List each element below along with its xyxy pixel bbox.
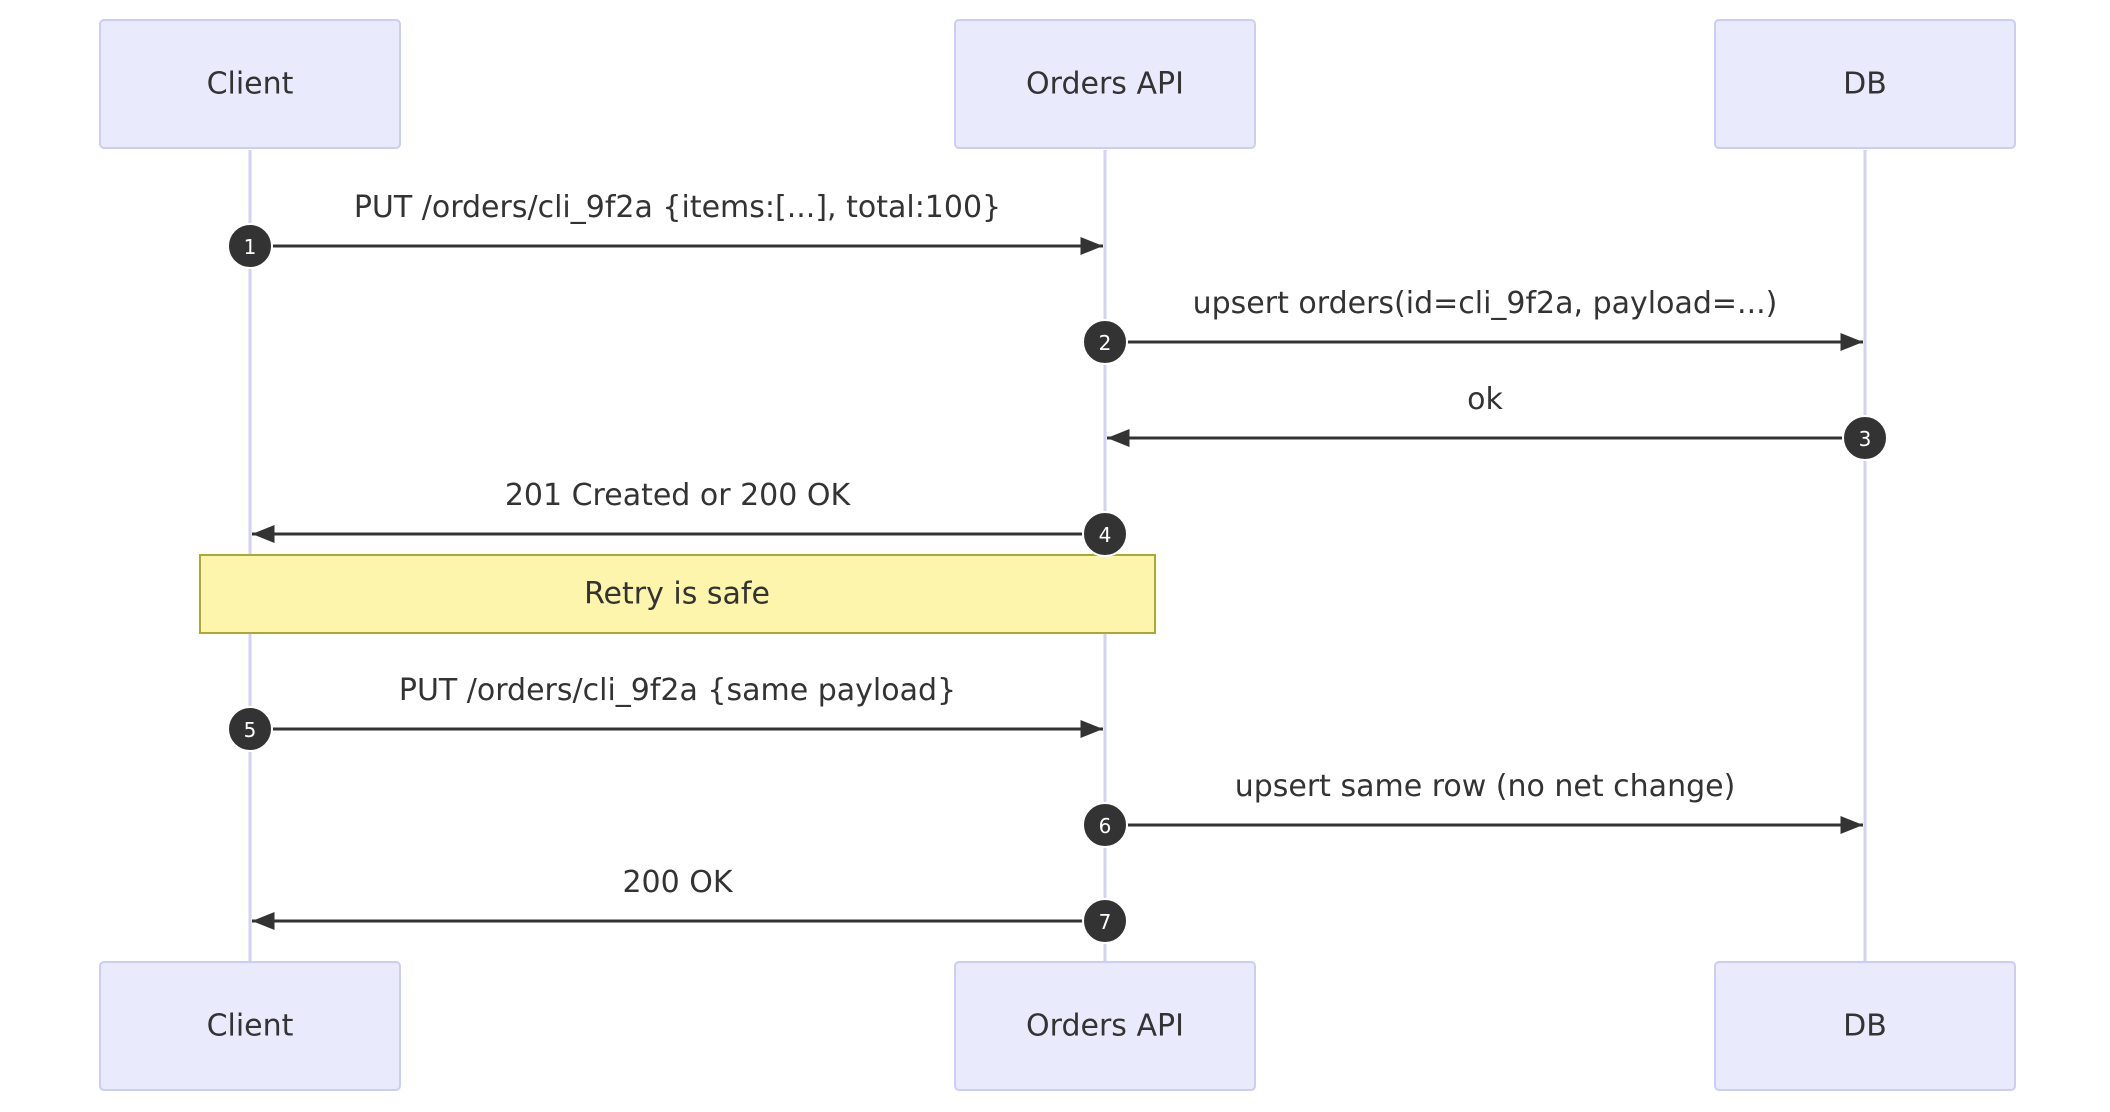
step-number: 2	[1099, 331, 1112, 355]
message-6: upsert same row (no net change) 6	[1082, 769, 1863, 848]
step-marker	[1082, 802, 1128, 848]
participants-top: Client Orders API DB	[99, 19, 2016, 149]
note: Retry is safe	[199, 554, 1156, 634]
participant-box	[99, 961, 401, 1091]
participant-orders-api-bottom: Orders API	[954, 961, 1256, 1091]
step-number: 6	[1099, 814, 1112, 838]
participant-box	[954, 961, 1256, 1091]
step-number: 5	[244, 718, 257, 742]
participant-client-bottom: Client	[99, 961, 401, 1091]
participant-label: Orders API	[1026, 1009, 1184, 1044]
participant-box	[99, 19, 401, 149]
message-label: upsert orders(id=cli_9f2a, payload=...)	[1193, 286, 1778, 321]
message-2: upsert orders(id=cli_9f2a, payload=...) …	[1082, 286, 1863, 365]
step-number: 4	[1099, 523, 1112, 547]
step-number: 3	[1859, 427, 1872, 451]
message-label: 201 Created or 200 OK	[505, 478, 852, 513]
message-label: ok	[1467, 382, 1503, 417]
note-label: Retry is safe	[584, 577, 770, 612]
participant-label: Orders API	[1026, 67, 1184, 102]
participant-db-top: DB	[1714, 19, 2016, 149]
step-marker	[1082, 319, 1128, 365]
message-label: upsert same row (no net change)	[1235, 769, 1736, 804]
participant-db-bottom: DB	[1714, 961, 2016, 1091]
message-4: 201 Created or 200 OK 4	[252, 478, 1128, 557]
participant-orders-api-top: Orders API	[954, 19, 1256, 149]
step-marker	[1082, 511, 1128, 557]
participant-label: DB	[1843, 1009, 1887, 1044]
message-label: PUT /orders/cli_9f2a {same payload}	[399, 673, 956, 708]
message-7: 200 OK 7	[252, 865, 1128, 944]
participant-label: Client	[207, 67, 294, 102]
message-label: PUT /orders/cli_9f2a {items:[...], total…	[354, 190, 1001, 225]
participant-label: DB	[1843, 67, 1887, 102]
message-5: PUT /orders/cli_9f2a {same payload} 5	[227, 673, 1103, 752]
step-number: 7	[1099, 910, 1112, 934]
participant-box	[1714, 961, 2016, 1091]
step-marker	[1842, 415, 1888, 461]
note-box	[199, 554, 1156, 634]
participants-bottom: Client Orders API DB	[99, 961, 2016, 1091]
participant-box	[1714, 19, 2016, 149]
step-marker	[227, 223, 273, 269]
step-marker	[227, 706, 273, 752]
message-1: PUT /orders/cli_9f2a {items:[...], total…	[227, 190, 1103, 269]
messages: PUT /orders/cli_9f2a {items:[...], total…	[227, 190, 1888, 944]
participant-label: Client	[207, 1009, 294, 1044]
message-label: 200 OK	[622, 865, 733, 900]
step-number: 1	[244, 235, 257, 259]
participant-client-top: Client	[99, 19, 401, 149]
participant-box	[954, 19, 1256, 149]
message-3: ok 3	[1107, 382, 1888, 461]
step-marker	[1082, 898, 1128, 944]
